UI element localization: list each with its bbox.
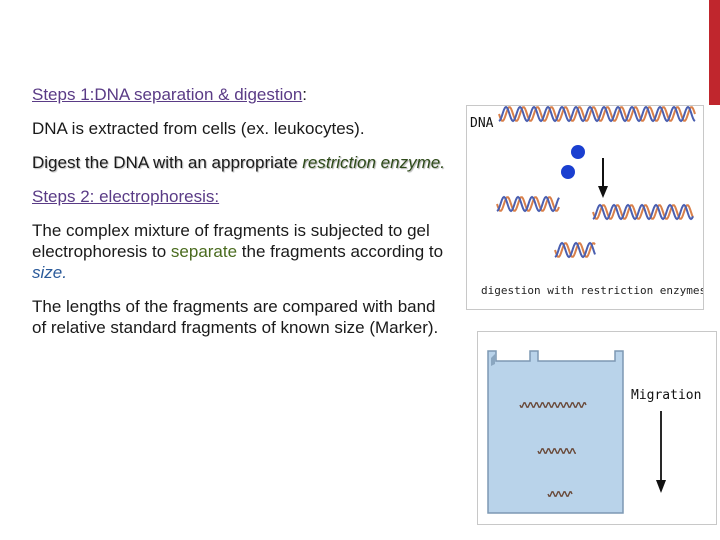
steps1-heading-line: Steps 1:DNA separation & digestion:: [32, 85, 308, 104]
fragment-3-b: [554, 241, 596, 259]
digestion-arrow-head: [598, 186, 608, 198]
separate-term: separate: [170, 242, 238, 261]
restriction-enzyme-dot: [561, 165, 575, 179]
gel-edge-shade: [491, 354, 495, 366]
dna-strand-full: [498, 106, 696, 122]
fragment-1: [496, 196, 560, 212]
steps1-digest-text: Digest the DNA with an appropriate restr…: [32, 153, 445, 172]
steps2-fragments-text: The complex mixture of fragments is subj…: [32, 221, 444, 282]
migration-figure: Migration: [477, 331, 717, 525]
accent-bar: [709, 0, 720, 105]
dna-strand-full-b: [498, 106, 696, 123]
fragment-3: [554, 242, 596, 258]
digestion-caption: digestion with restriction enzymes: [481, 284, 703, 297]
digestion-diagram: DNA digestion with restriction enzymes: [470, 106, 703, 297]
migration-label: Migration: [631, 388, 701, 403]
text-column: Steps 1:DNA separation & digestion: DNA …: [32, 84, 452, 351]
gel-band-medium: [537, 448, 576, 454]
size-term: size.: [32, 263, 67, 282]
fragment-1-b: [496, 195, 560, 213]
restriction-enzyme-dot: [571, 145, 585, 159]
restriction-enzyme-term: restriction enzyme.: [302, 153, 445, 172]
fragment-2: [592, 204, 694, 220]
dna-label: DNA: [470, 116, 494, 131]
digestion-figure: DNA digestion with restriction enzymes: [466, 105, 704, 310]
migration-arrow-head: [656, 480, 666, 493]
steps2-heading: Steps 2: electrophoresis:: [32, 187, 220, 206]
steps1-heading: Steps 1:DNA separation & digestion: [32, 85, 303, 104]
gel-band-small: [547, 491, 573, 497]
steps2-compare-text: The lengths of the fragments are compare…: [32, 297, 439, 337]
steps1-extract-text: DNA is extracted from cells (ex. leukocy…: [32, 119, 365, 138]
gel-diagram: Migration: [487, 350, 701, 514]
fragment-2-b: [592, 203, 694, 221]
gel-band-large: [519, 402, 587, 408]
gel-tank: [487, 350, 624, 514]
steps2-heading-line: Steps 2: electrophoresis:: [32, 186, 452, 207]
